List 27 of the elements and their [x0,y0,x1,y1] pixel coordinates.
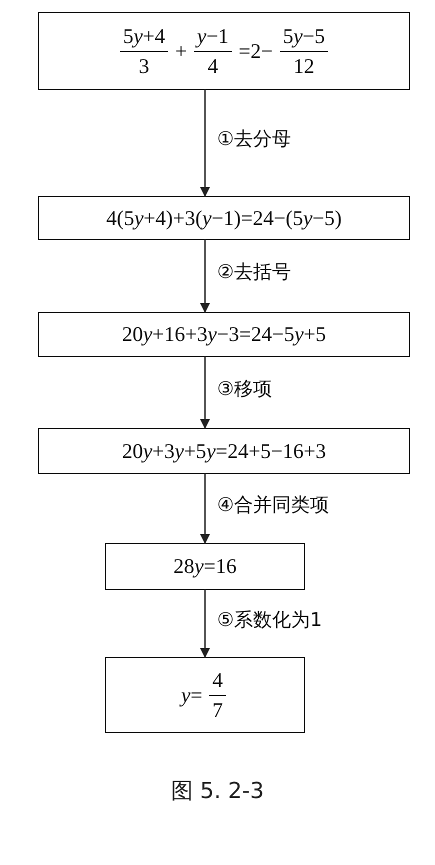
fraction-numerator: 5y+4 [120,24,168,52]
equation-text: 20y+3y+5y=24+5−16+3 [122,438,326,464]
equation-text: 20y+16+3y−3=24−5y+5 [122,322,326,347]
equation-text: =2− [238,38,273,64]
equation-text: y= [181,682,202,708]
fraction-denominator: 4 [208,52,218,78]
fraction-numerator: 5y−5 [280,24,328,52]
fraction-denominator: 3 [138,52,150,78]
arrow [200,240,210,313]
equation-text: 28y=16 [173,554,237,579]
fraction-denominator: 12 [293,52,314,78]
arrow [200,357,210,429]
equation-text: 4(5y+4)+3(y−1)=24−(5y−5) [106,206,342,230]
fraction-numerator: 4 [209,668,226,696]
arrow [200,474,210,544]
fraction-denominator: 7 [212,696,223,722]
equation-box [105,657,305,733]
equation-text: + [175,38,187,64]
equation-box [38,428,410,474]
equation-box [38,312,410,357]
figure-caption: 图 5. 2-3 [170,778,265,806]
arrow [200,90,210,197]
fraction-numerator: y−1 [194,24,232,52]
equation-box [105,543,305,590]
arrow [200,590,210,658]
equation-box [38,12,410,90]
equation-box [38,196,410,240]
